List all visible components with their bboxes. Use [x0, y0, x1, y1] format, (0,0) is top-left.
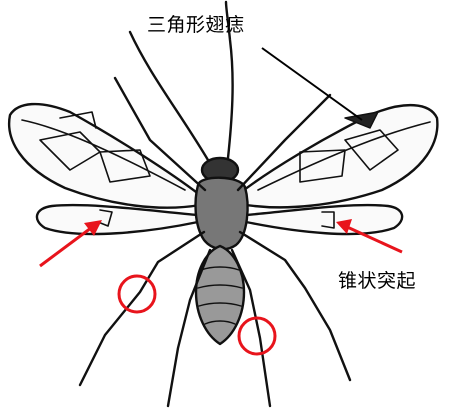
right-hindwing — [246, 205, 402, 234]
stigma-leader-line — [262, 48, 362, 120]
left-forewing — [9, 104, 200, 208]
leg-middle-left — [80, 232, 204, 385]
antenna-left — [130, 32, 208, 160]
left-hindwing — [37, 205, 198, 234]
wasp-illustration — [9, 2, 437, 406]
conical-process-label: 锥状突起 — [338, 266, 416, 293]
triangle-areolet-label: 三角形翅痣 — [147, 10, 245, 37]
leg-middle-right — [240, 232, 350, 380]
